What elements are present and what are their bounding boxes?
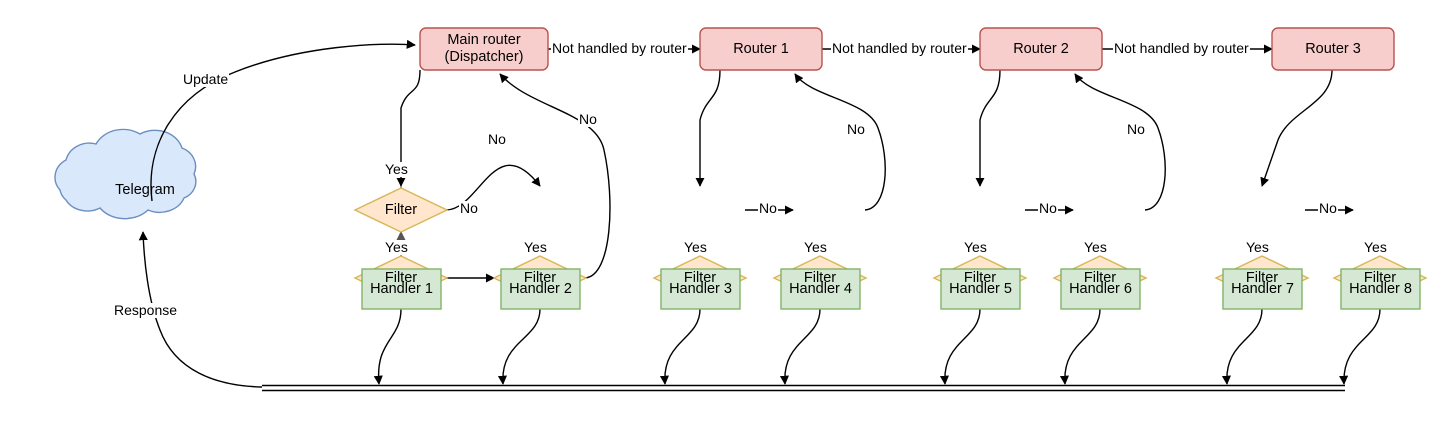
collector-bus (262, 384, 1345, 392)
edge-r3-to-f7 (1260, 69, 1333, 187)
edge-update (150, 39, 416, 202)
edge-label-no-f7: No (1318, 200, 1338, 217)
handler-shape-h6[interactable] (1060, 268, 1141, 310)
handler-shape-h5[interactable] (940, 268, 1021, 310)
edge-f0-no-to-f2 (445, 164, 541, 211)
router-shape-r1[interactable] (699, 27, 823, 71)
edge-label-yes-f6: Yes (1083, 239, 1108, 256)
handler-shape-h8[interactable] (1340, 268, 1421, 310)
handler-shape-h3[interactable] (660, 268, 741, 310)
edge-label-response: Response (113, 302, 179, 319)
edge-response (138, 231, 263, 388)
edge-f2-no-to-main (499, 73, 611, 279)
edge-h3-to-bus (659, 308, 701, 385)
filter-shape-f0[interactable] (353, 187, 449, 233)
edge-h8-to-bus (1339, 308, 1381, 385)
edge-label-no-f5: No (1038, 200, 1058, 217)
edge-label-yes-f3: Yes (683, 239, 708, 256)
edge-r1-to-f3 (695, 69, 721, 187)
handler-shape-h1[interactable] (361, 268, 442, 310)
edge-main-to-f0 (396, 69, 421, 187)
edge-label-yes-f8: Yes (1363, 239, 1388, 256)
edge-h1-to-bus (373, 308, 402, 385)
router-shape-r2[interactable] (979, 27, 1103, 71)
edge-r2-to-f5 (975, 69, 1001, 187)
edge-label-yes-f4: Yes (803, 239, 828, 256)
edge-label-yes-f0: Yes (384, 161, 409, 178)
edge-label-not-handled-3: Not handled by router (1113, 40, 1250, 57)
edge-label-no-f6: No (1126, 121, 1146, 138)
edge-label-no-f2: No (578, 111, 598, 128)
edge-h6-to-bus (1059, 308, 1101, 385)
edge-label-not-handled-2: Not handled by router (831, 40, 968, 57)
edge-label-yes-f2: Yes (523, 239, 548, 256)
edge-label-yes-f1: Yes (384, 239, 409, 256)
edge-label-no-f3: No (758, 200, 778, 217)
handler-shape-h7[interactable] (1222, 268, 1303, 310)
edge-f4-no-to-r1 (794, 73, 886, 211)
telegram-cloud-shape (54, 128, 197, 220)
edge-label-no-f4: No (846, 121, 866, 138)
router-shape-r3[interactable] (1271, 27, 1395, 71)
edge-label-yes-f5: Yes (963, 239, 988, 256)
handler-shape-h4[interactable] (780, 268, 861, 310)
edge-h2-to-bus (497, 308, 541, 385)
router-shape-main[interactable] (419, 27, 549, 71)
edge-f6-no-to-r2 (1074, 73, 1166, 211)
edge-label-yes-f7: Yes (1245, 239, 1270, 256)
edge-label-no-f1: No (459, 200, 479, 217)
edge-h7-to-bus (1221, 308, 1263, 385)
edge-h5-to-bus (939, 308, 981, 385)
edge-h4-to-bus (779, 308, 821, 385)
edge-label-update: Update (182, 71, 230, 88)
edge-label-no-f0: No (487, 131, 507, 148)
handler-shape-h2[interactable] (500, 268, 581, 310)
edge-label-not-handled-1: Not handled by router (551, 40, 688, 57)
